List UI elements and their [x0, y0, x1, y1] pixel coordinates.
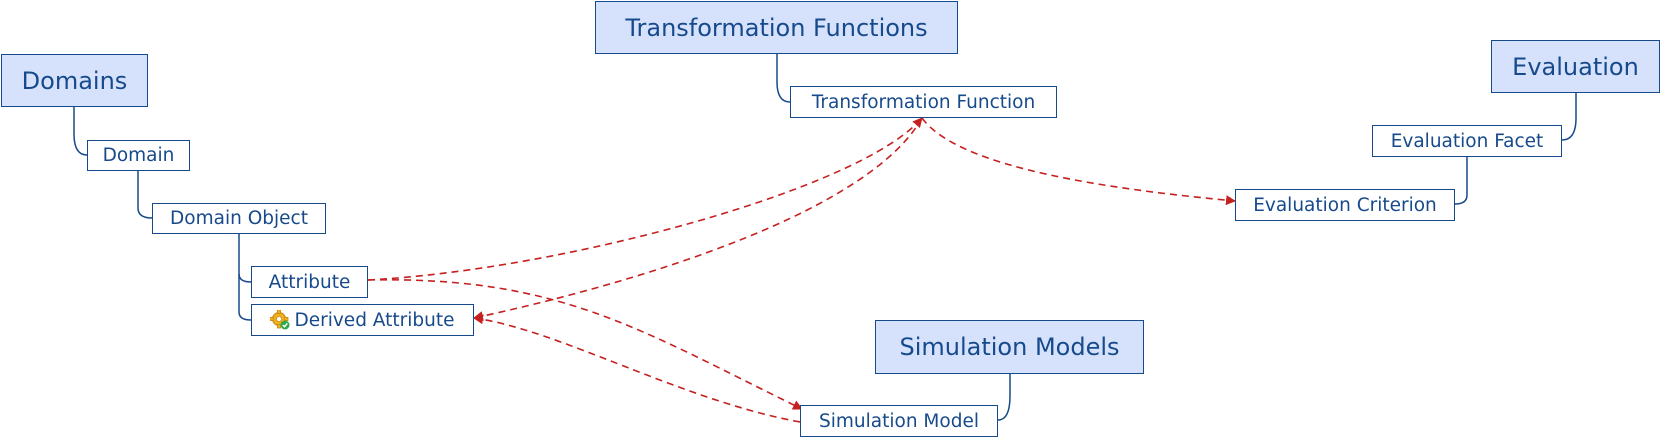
connector-evaluation-facet-evaluation-criterion	[1454, 157, 1468, 205]
relation-transformation-function-to-derived-attribute	[473, 117, 923, 321]
connector-domain-object-derived-attribute	[238, 274, 252, 321]
connector-domains-domain	[73, 107, 88, 156]
item-domain[interactable]: Domain	[87, 140, 190, 171]
hierarchy-connectors	[73, 53, 1577, 421]
relation-attribute-to-transformation-function	[367, 117, 923, 281]
group-evaluation[interactable]: Evaluation	[1491, 40, 1660, 93]
connector-domain-object-attribute	[238, 234, 252, 283]
group-transformation-functions[interactable]: Transformation Functions	[595, 1, 958, 54]
relation-arrows	[367, 117, 1236, 423]
relation-simulation-model-to-derived-attribute	[473, 314, 801, 423]
item-simulation-model[interactable]: Simulation Model	[800, 405, 998, 437]
connector-evaluation-evaluation-facet	[1561, 93, 1577, 141]
connector-domain-domain-object	[137, 171, 153, 219]
item-evaluation-criterion[interactable]: Evaluation Criterion	[1235, 189, 1455, 221]
item-transformation-function[interactable]: Transformation Function	[790, 86, 1057, 118]
group-simulation-models[interactable]: Simulation Models	[875, 320, 1144, 374]
derived-attribute-label: Derived Attribute	[294, 309, 455, 331]
item-domain-object[interactable]: Domain Object	[152, 203, 326, 234]
item-derived-attribute[interactable]: Derived Attribute	[251, 304, 474, 336]
connector-transformation-functions-transformation-function	[776, 53, 791, 103]
item-evaluation-facet[interactable]: Evaluation Facet	[1372, 125, 1562, 157]
group-domains[interactable]: Domains	[1, 54, 148, 107]
relation-transformation-function-to-evaluation-criterion	[921, 117, 1236, 206]
item-attribute[interactable]: Attribute	[251, 266, 368, 298]
gear-icon	[270, 310, 290, 330]
connector-simulation-models-simulation-model	[997, 374, 1011, 421]
relation-attribute-to-simulation-model	[367, 279, 803, 410]
